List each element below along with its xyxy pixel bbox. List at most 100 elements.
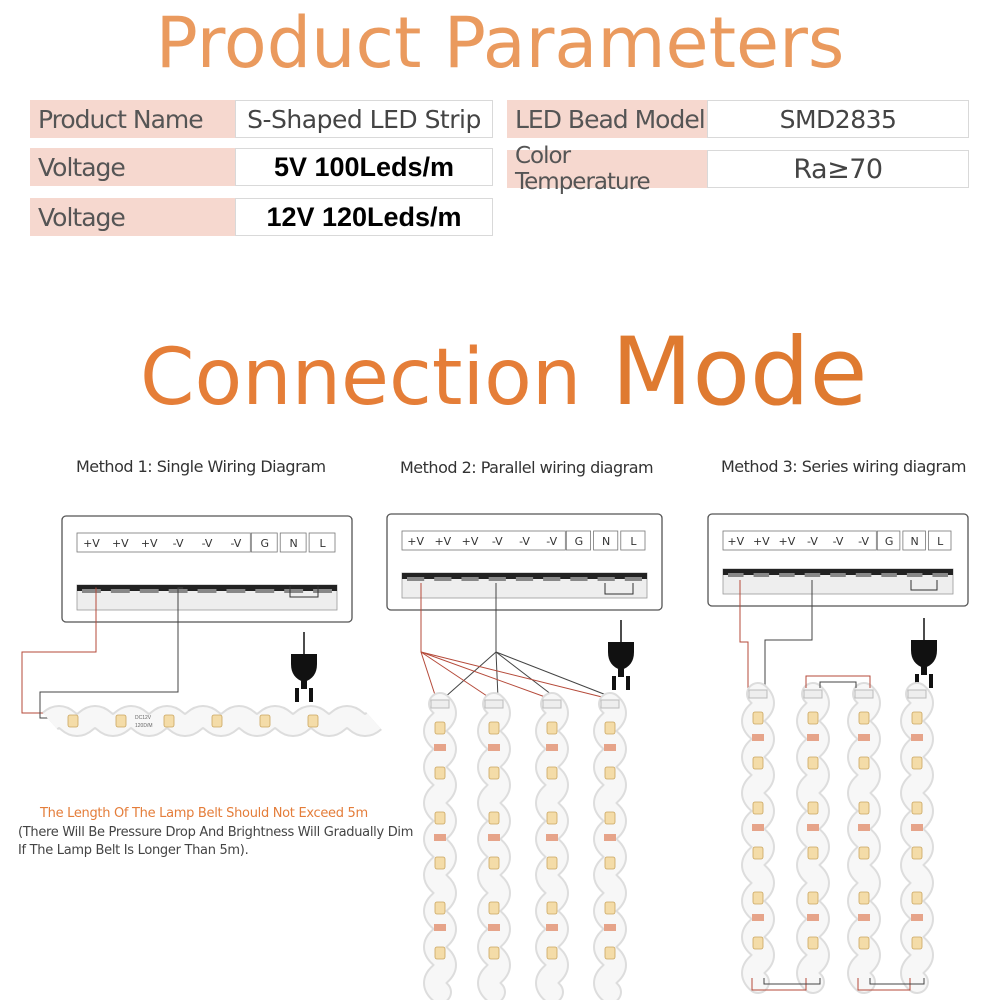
led-chip xyxy=(807,711,819,725)
plug-prong xyxy=(295,688,299,702)
led-chip xyxy=(604,946,616,960)
led-bead-model-value: SMD2835 xyxy=(707,100,969,138)
led-chip xyxy=(115,714,127,728)
product-name-label: Product Name xyxy=(30,100,235,138)
led-chip xyxy=(307,714,319,728)
led-chip xyxy=(211,714,223,728)
terminal-screw xyxy=(906,573,923,577)
terminal-screw xyxy=(407,577,425,581)
terminal-label: -V xyxy=(173,537,184,550)
led-chip xyxy=(434,766,446,780)
length-warning: The Length Of The Lamp Belt Should Not E… xyxy=(40,806,368,821)
led-chip xyxy=(488,721,500,735)
terminal-cell xyxy=(250,532,278,553)
terminal-cell xyxy=(928,530,952,551)
led-chip xyxy=(259,714,271,728)
resistor xyxy=(858,824,870,831)
terminal-cell xyxy=(308,532,336,553)
terminal-screw xyxy=(284,589,304,593)
terminal-screw xyxy=(226,589,246,593)
led-chip xyxy=(911,936,923,950)
terminal-screw xyxy=(753,573,770,577)
voltage-value-1: 5V 100Leds/m xyxy=(235,148,493,186)
terminal-screw xyxy=(82,589,101,593)
led-chip xyxy=(911,756,923,770)
product-name-value: S-Shaped LED Strip xyxy=(235,100,493,138)
resistor xyxy=(807,914,819,921)
led-chip xyxy=(546,856,558,870)
strip-body xyxy=(479,694,509,1000)
led-chip xyxy=(752,756,764,770)
terminal-group-outline xyxy=(76,532,251,553)
terminal-label: +V xyxy=(434,535,451,548)
resistor xyxy=(911,824,923,831)
led-strip-s1 xyxy=(796,682,830,994)
led-strip-p1 xyxy=(477,692,511,1000)
strip-body xyxy=(849,684,879,992)
led-chip xyxy=(604,721,616,735)
wire-series xyxy=(819,681,857,688)
plug-neck xyxy=(301,681,307,689)
wire-negative xyxy=(495,651,499,699)
wire-negative xyxy=(495,651,557,699)
led-chip xyxy=(807,846,819,860)
terminal-label: +V xyxy=(753,535,770,548)
wire-positive xyxy=(420,651,549,699)
led-chip xyxy=(911,891,923,905)
terminal-label: +V xyxy=(407,535,424,548)
led-chip xyxy=(546,901,558,915)
plug-prong xyxy=(929,674,933,688)
resistor xyxy=(546,834,558,841)
strip-pad xyxy=(803,689,823,699)
terminal-label: G xyxy=(885,535,894,548)
strip-marking: 120D/M xyxy=(135,723,153,729)
led-chip xyxy=(546,721,558,735)
terminal-strip xyxy=(402,573,647,579)
resistor xyxy=(752,914,764,921)
led-strip-horizontal xyxy=(42,705,382,737)
led-chip xyxy=(807,801,819,815)
led-chip xyxy=(488,901,500,915)
pressure-drop-note: (There Will Be Pressure Drop And Brightn… xyxy=(18,825,414,858)
terminal-cell xyxy=(902,530,926,551)
terminal-label: -V xyxy=(546,535,557,548)
led-chip xyxy=(807,891,819,905)
wire-negative xyxy=(495,651,615,699)
led-chip xyxy=(752,801,764,815)
terminal-label: N xyxy=(911,535,919,548)
resistor xyxy=(911,734,923,741)
led-chip xyxy=(434,721,446,735)
led-strip-p2 xyxy=(535,692,569,1000)
strip-pad xyxy=(907,689,927,699)
voltage-label-2: Voltage xyxy=(30,198,235,236)
led-chip xyxy=(488,766,500,780)
color-temperature-value: Ra≥70 xyxy=(707,150,969,188)
terminal-label: -V xyxy=(230,537,241,550)
strip-body xyxy=(595,694,625,1000)
led-chip xyxy=(807,936,819,950)
terminal-screw xyxy=(488,577,506,581)
strip-pad xyxy=(542,699,562,709)
terminal-label: +V xyxy=(462,535,479,548)
terminal-screw xyxy=(570,577,588,581)
led-chip xyxy=(488,946,500,960)
wire-ac xyxy=(910,580,938,591)
strip-pad xyxy=(484,699,504,709)
mode-word: Mode xyxy=(611,318,868,427)
voltage-value-2: 12V 120Leds/m xyxy=(235,198,493,236)
terminal-group-outline xyxy=(722,530,877,551)
resistor xyxy=(546,924,558,931)
resistor xyxy=(546,744,558,751)
terminal-cell xyxy=(593,530,619,551)
led-chip xyxy=(858,756,870,770)
led-chip xyxy=(752,891,764,905)
led-chip xyxy=(546,811,558,825)
method-2-label: Method 2: Parallel wiring diagram xyxy=(400,458,654,477)
strip-body xyxy=(425,694,455,1000)
plug-prong xyxy=(612,676,616,690)
resistor xyxy=(807,824,819,831)
strip-body xyxy=(798,684,828,992)
